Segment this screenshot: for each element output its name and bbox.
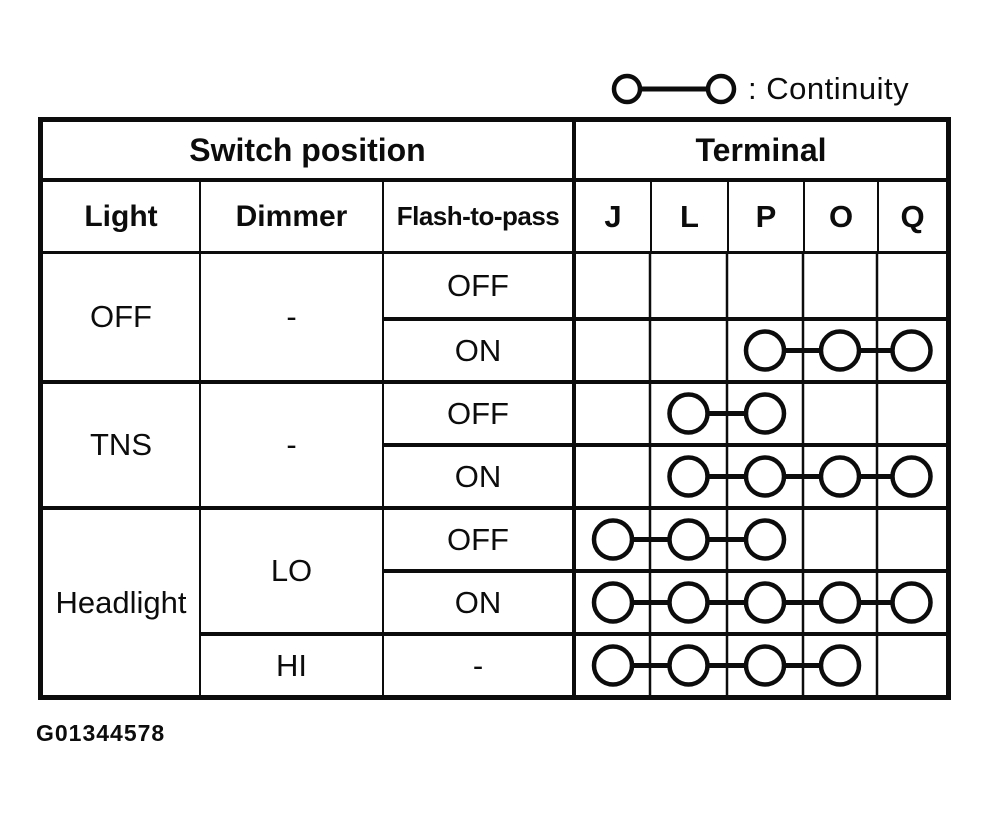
terminal-strip-row-4 bbox=[576, 443, 946, 506]
figure-id: G01344578 bbox=[36, 720, 166, 746]
terminal-strip-row-6 bbox=[576, 569, 946, 632]
continuity-symbol-icon bbox=[611, 73, 737, 105]
cell-dimmer-tns: - bbox=[201, 380, 384, 506]
cell-flash-on-3: ON bbox=[384, 569, 576, 632]
cell-dimmer-hi: HI bbox=[201, 632, 384, 695]
header-terminal: Terminal bbox=[576, 122, 946, 182]
cell-flash-off-1: OFF bbox=[384, 254, 576, 317]
cell-flash-off-3: OFF bbox=[384, 506, 576, 569]
terminal-strip-row-2 bbox=[576, 317, 946, 380]
terminal-strip-row-5 bbox=[576, 506, 946, 569]
cell-flash-dash: - bbox=[384, 632, 576, 695]
cell-flash-off-2: OFF bbox=[384, 380, 576, 443]
continuity-table: Switch position Terminal Light Dimmer Fl… bbox=[38, 117, 951, 700]
cell-dimmer-off: - bbox=[201, 254, 384, 380]
continuity-legend-label: : Continuity bbox=[748, 71, 910, 106]
terminal-label-l: L bbox=[650, 182, 727, 251]
terminal-strip-row-3 bbox=[576, 380, 946, 443]
header-switch-position: Switch position bbox=[43, 122, 576, 182]
header-flash-to-pass: Flash-to-pass bbox=[384, 182, 576, 254]
header-terminal-letters: J L P O Q bbox=[576, 182, 946, 254]
cell-light-headlight: Headlight bbox=[43, 506, 201, 695]
header-light: Light bbox=[43, 182, 201, 254]
cell-light-tns: TNS bbox=[43, 380, 201, 506]
cell-dimmer-lo: LO bbox=[201, 506, 384, 632]
terminal-label-p: P bbox=[727, 182, 803, 251]
terminal-strip-row-1 bbox=[576, 254, 946, 317]
cell-flash-on-2: ON bbox=[384, 443, 576, 506]
terminal-label-q: Q bbox=[877, 182, 946, 251]
terminal-strip-row-7 bbox=[576, 632, 946, 695]
header-dimmer: Dimmer bbox=[201, 182, 384, 254]
cell-light-off: OFF bbox=[43, 254, 201, 380]
continuity-legend: : Continuity bbox=[610, 68, 909, 110]
terminal-label-o: O bbox=[803, 182, 877, 251]
cell-flash-on-1: ON bbox=[384, 317, 576, 380]
terminal-label-j: J bbox=[604, 198, 622, 234]
